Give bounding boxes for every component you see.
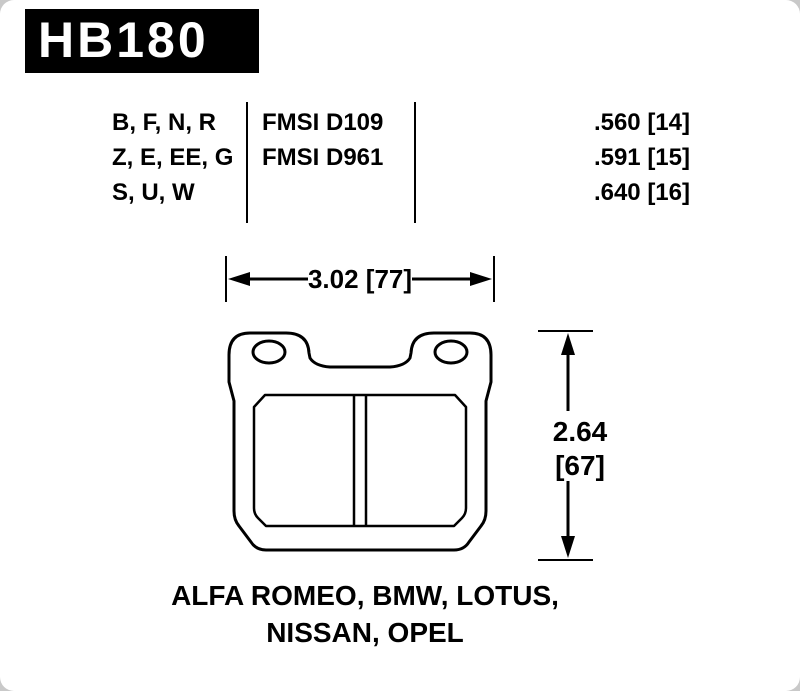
pad-thickness-row: .560 [14] [593,109,690,136]
compound-codes-row: Z, E, EE, G [112,144,234,171]
height-dimension-inches: 2.64 [553,416,608,447]
brake-pad-drawing [224,327,496,560]
fmsi-code-row: FMSI D109 [262,109,384,136]
vehicle-applications: ALFA ROMEO, BMW, LOTUS, NISSAN, OPEL [135,577,595,651]
arrowhead-right-icon [470,272,492,286]
height-dimension: 2.64 [67] [538,329,618,562]
mounting-hole-right [433,339,469,365]
width-dimension-label: 3.02 [77] [308,264,412,294]
part-number-badge: HB180 [25,9,259,73]
table-divider [246,102,248,223]
compound-codes-column: B, F, N, R Z, E, EE, G S, U, W [112,105,233,210]
table-divider [414,102,416,223]
brake-pad-outline-drawing [227,331,493,552]
thickness-column: .560 [14] .591 [15] .640 [16] [490,105,690,210]
compound-codes-row: B, F, N, R [112,109,217,136]
backing-plate-outline [227,331,493,552]
mounting-hole-left [251,339,287,365]
arrowhead-down-icon [561,536,575,558]
pad-thickness-row: .591 [15] [593,144,690,171]
fmsi-code-row: FMSI D961 [262,144,384,171]
width-dimension: 3.02 [77] [224,256,496,302]
applications-line-1: ALFA ROMEO, BMW, LOTUS, [171,580,559,611]
arrowhead-up-icon [561,333,575,355]
arrowhead-left-icon [228,272,250,286]
width-dimension-drawing: 3.02 [77] [225,256,495,302]
applications-line-2: NISSAN, OPEL [266,617,464,648]
pad-thickness-row: .640 [16] [593,179,690,206]
fmsi-column: FMSI D109 FMSI D961 [262,105,383,175]
height-dimension-drawing: 2.64 [67] [538,330,608,561]
compound-codes-row: S, U, W [112,179,195,206]
part-number: HB180 [38,12,209,68]
friction-material-outline [252,393,468,528]
height-dimension-mm: [67] [555,450,605,481]
